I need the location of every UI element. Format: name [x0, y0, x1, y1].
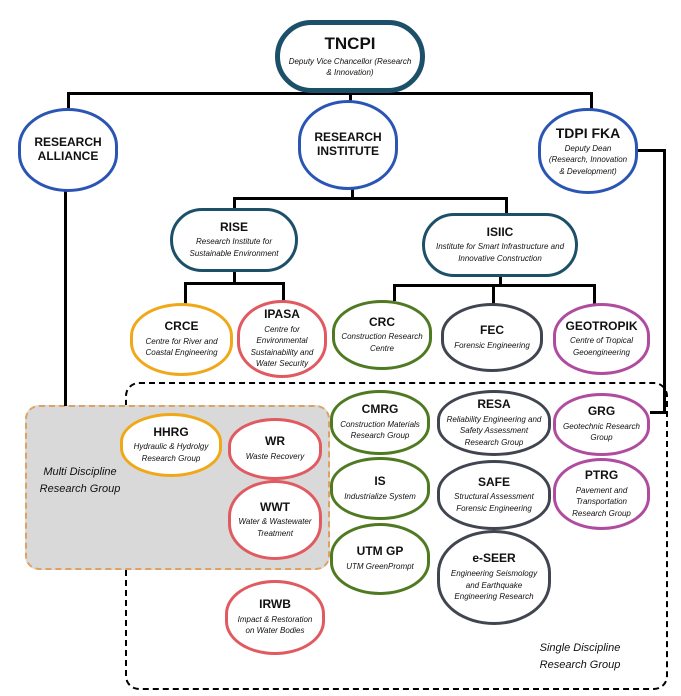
node-crce: CRCE Centre for River and Coastal Enginee…: [130, 303, 233, 376]
node-title: RESEARCH ALLIANCE: [34, 135, 102, 163]
node-research-alliance: RESEARCH ALLIANCE: [18, 108, 118, 192]
connector: [351, 188, 354, 198]
connector: [393, 284, 396, 301]
node-title: HHRG: [153, 424, 189, 439]
node-title: RESEARCH INSTITUTE: [314, 130, 382, 158]
node-is: IS Industrialize System: [330, 457, 430, 520]
node-subtitle: Construction Materials Research Group: [340, 419, 420, 441]
multi-discipline-label: Multi Discipline Research Group: [39, 466, 121, 495]
node-subtitle: Research Institute for Sustainable Envir…: [189, 237, 279, 258]
connector: [505, 197, 508, 214]
node-grg: GRG Geotechnic Research Group: [553, 393, 650, 456]
node-subtitle: Structural Assessment Forensic Engineeri…: [454, 492, 534, 513]
connector: [67, 92, 593, 95]
node-title: CRC: [369, 314, 395, 329]
node-subtitle: Centre for Environmental Sustainability …: [250, 324, 314, 369]
node-title: GEOTROPIK: [565, 318, 638, 333]
node-cmrg: CMRG Construction Materials Research Grou…: [330, 390, 430, 455]
node-title: FEC: [480, 322, 504, 337]
connector: [233, 197, 236, 209]
node-title: GRG: [587, 404, 616, 418]
node-wr: WR Waste Recovery: [228, 418, 322, 480]
node-title: WR: [265, 434, 285, 449]
node-fec: FEC Forensic Engineering: [441, 303, 543, 372]
connector: [636, 149, 666, 152]
node-subtitle: Hydraulic & Hydrolgy Research Group: [133, 442, 209, 463]
connector: [650, 411, 666, 414]
node-rise: RISE Research Institute for Sustainable E…: [170, 208, 298, 272]
connector: [64, 190, 67, 406]
node-ipasa: IPASA Centre for Environmental Sustainabi…: [237, 300, 327, 378]
node-resa: RESA Reliability Engineering and Safety A…: [437, 390, 551, 456]
node-subtitle: Pavement and Transportation Research Gro…: [572, 485, 631, 518]
connector: [184, 282, 187, 304]
node-isiic: ISIIC Institute for Smart Infrastructure …: [422, 213, 578, 277]
node-hhrg: HHRG Hydraulic & Hydrolgy Research Group: [120, 413, 222, 477]
node-title: e-SEER: [472, 551, 516, 566]
node-title: ISIIC: [486, 224, 514, 239]
node-tdpi-fka: TDPI FKA Deputy Dean (Research, Innovatio…: [538, 108, 638, 194]
node-title: UTM GP: [356, 544, 404, 559]
node-wwt: WWT Water & Wastewater Treatment: [228, 480, 322, 560]
node-subtitle: Impact & Restoration on Water Bodies: [237, 614, 313, 636]
single-discipline-label: Single Discipline Research Group: [539, 642, 621, 671]
node-subtitle: Industrialize System: [344, 491, 416, 501]
node-geotropik: GEOTROPIK Centre of Tropical Geoengineeri…: [553, 303, 650, 375]
node-subtitle: Geotechnic Research Group: [563, 421, 640, 443]
node-subtitle: Water & Wastewater Treatment: [238, 517, 312, 538]
connector: [663, 149, 666, 414]
node-title: IPASA: [264, 306, 300, 321]
node-title: SAFE: [477, 474, 510, 489]
node-title: PTRG: [584, 467, 619, 482]
connector: [590, 92, 593, 110]
node-subtitle: Waste Recovery: [245, 452, 305, 462]
node-subtitle: Deputy Vice Chancellor (Research & Innov…: [288, 56, 412, 78]
node-utm-gp: UTM GP UTM GreenPrompt: [330, 523, 430, 595]
node-subtitle: Centre of Tropical Geoengineering: [570, 336, 633, 357]
node-title: IS: [374, 473, 386, 488]
node-title: TNCPI: [324, 34, 376, 54]
node-research-institute: RESEARCH INSTITUTE: [298, 100, 398, 190]
connector: [184, 282, 285, 285]
connector: [499, 277, 502, 286]
node-subtitle: Institute for Smart Infrastructure and I…: [435, 242, 565, 263]
node-subtitle: Deputy Dean (Research, Innovation & Deve…: [548, 143, 628, 176]
node-title: RISE: [219, 219, 248, 234]
node-title: RESA: [477, 396, 511, 411]
node-e-seer: e-SEER Engineering Seismology and Earthqu…: [437, 530, 551, 625]
node-subtitle: Centre for River and Coastal Engineering: [145, 336, 218, 358]
node-safe: SAFE Structural Assessment Forensic Engin…: [437, 460, 551, 530]
node-subtitle: Construction Research Centre: [341, 332, 423, 353]
connector: [593, 284, 596, 304]
connector: [67, 92, 70, 110]
node-subtitle: Engineering Seismology and Earthquake En…: [450, 569, 538, 602]
node-subtitle: UTM GreenPrompt: [346, 562, 414, 572]
node-crc: CRC Construction Research Centre: [332, 300, 432, 370]
node-subtitle: Forensic Engineering: [454, 340, 530, 350]
connector: [233, 272, 236, 283]
node-title: IRWB: [259, 597, 291, 611]
node-title: TDPI FKA: [555, 124, 621, 141]
node-title: CMRG: [361, 402, 399, 416]
node-subtitle: Reliability Engineering and Safety Asses…: [446, 414, 542, 447]
node-irwb: IRWB Impact & Restoration on Water Bodies: [225, 580, 325, 655]
node-title: WWT: [260, 499, 290, 514]
node-ptrg: PTRG Pavement and Transportation Research…: [553, 458, 650, 530]
connector: [233, 197, 508, 200]
node-title: CRCE: [164, 319, 199, 333]
connector: [282, 282, 285, 302]
connector: [349, 92, 352, 102]
connector: [492, 284, 495, 304]
